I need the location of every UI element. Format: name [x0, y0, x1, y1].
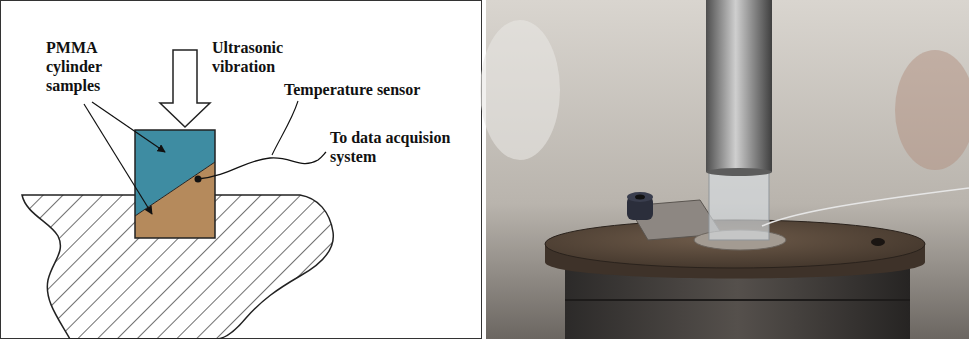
clamp-knob-hole [635, 195, 645, 200]
sensor-dot [195, 176, 202, 183]
vibration-arrow [160, 50, 210, 127]
blur-patch [895, 50, 969, 170]
panel-border [1, 1, 482, 339]
sensor-wire [198, 152, 326, 179]
ultrasonic-horn [706, 0, 772, 172]
photo-background [486, 0, 969, 339]
recess-cover [135, 130, 215, 238]
base-groove [565, 299, 910, 301]
lower-sample [135, 162, 215, 238]
disk-hole [871, 238, 885, 246]
part-label: PMMA cylinder samples [46, 38, 126, 95]
interface-line [135, 162, 215, 216]
leader-line [84, 104, 152, 214]
sample-outline [135, 130, 215, 238]
blur-patch [480, 20, 560, 160]
sensor-label: Temperature sensor [284, 80, 420, 99]
leader-line [272, 101, 298, 155]
wire-label: To data acquision system [330, 128, 470, 166]
thermocouple-wire [762, 188, 969, 226]
pmma-sample [709, 168, 769, 240]
clamp-knob-top [627, 192, 653, 202]
load-label: Ultrasonic vibration [212, 38, 312, 76]
leader-line [92, 102, 165, 152]
horn-tip [706, 168, 772, 176]
